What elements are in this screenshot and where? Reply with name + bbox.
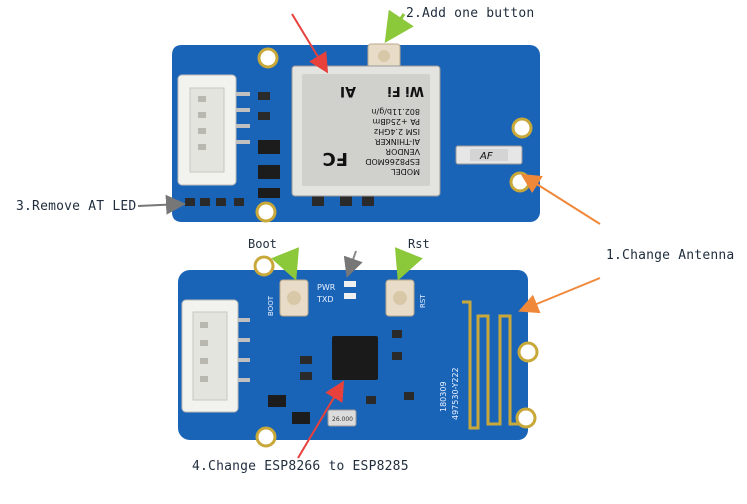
arrow-chip (297, 380, 345, 459)
pwr-led (344, 281, 356, 287)
rst-button (385, 279, 415, 317)
rst-silk: RST (419, 294, 427, 308)
module-line: PA +25dBm (372, 117, 420, 126)
module-line: 802.11b/g/n (371, 107, 420, 116)
pcb-antenna-trace (462, 300, 520, 430)
module-silkscreen: MODEL ESP8266MOD VENDOR AI-THINKER ISM 2… (322, 83, 424, 176)
arrow-remove-led (137, 194, 186, 215)
mount-hole (253, 255, 275, 277)
label-change-antenna: 1.Change Antenna (606, 248, 735, 263)
label-boot: Boot (248, 237, 277, 251)
txd-led (344, 293, 356, 299)
arrow-rst (394, 247, 423, 281)
added-button (367, 43, 401, 69)
arrow-boot (271, 247, 300, 281)
date-code: 180309 (439, 381, 448, 412)
mount-hole (255, 426, 277, 448)
mount-hole (257, 47, 279, 69)
boot-button (279, 279, 309, 317)
fc-logo: FC (322, 148, 348, 169)
label-add-button: 2.Add one button (406, 6, 535, 21)
mount-hole (515, 407, 537, 429)
txd-silk: TXD (316, 295, 334, 304)
grove-connector (181, 299, 239, 413)
esp8266-module (291, 65, 441, 197)
arrow-antenna-top (520, 173, 601, 225)
crystal (327, 409, 357, 427)
ai-logo: AI (340, 83, 356, 99)
arrow-add-button (384, 9, 414, 43)
pwr-silk: PWR (317, 283, 336, 292)
boot-silk: BOOT (267, 295, 275, 316)
grove-connector (177, 74, 237, 186)
wifi-logo: Wi Fi (387, 83, 424, 98)
top-pcb (172, 43, 540, 223)
module-line: AI-THINKER (374, 137, 420, 146)
ceramic-antenna (455, 145, 523, 165)
module-line: MODEL (391, 167, 420, 176)
serial-number: 497530-Y222 (451, 367, 460, 420)
label-change-chip: 4.Change ESP8266 to ESP8285 (192, 459, 409, 474)
module-line: VENDOR (385, 147, 420, 156)
mount-hole (511, 117, 533, 139)
arrow-led (343, 250, 363, 278)
arrow-red-top (291, 13, 329, 74)
mount-hole (255, 201, 277, 223)
esp8285-chip (332, 336, 378, 380)
crystal-label: 26.000 (332, 416, 353, 423)
mount-hole (517, 341, 539, 363)
module-line: ESP8266MOD (365, 157, 420, 166)
module-line: ISM 2.4GHz (374, 127, 420, 136)
mount-hole (509, 171, 531, 193)
arrow-antenna-bottom (518, 277, 601, 314)
label-rst: Rst (408, 237, 430, 251)
antenna-chip-label: AF (479, 151, 493, 162)
label-remove-led: 3.Remove AT LED (16, 199, 137, 214)
bottom-pcb (178, 255, 539, 448)
